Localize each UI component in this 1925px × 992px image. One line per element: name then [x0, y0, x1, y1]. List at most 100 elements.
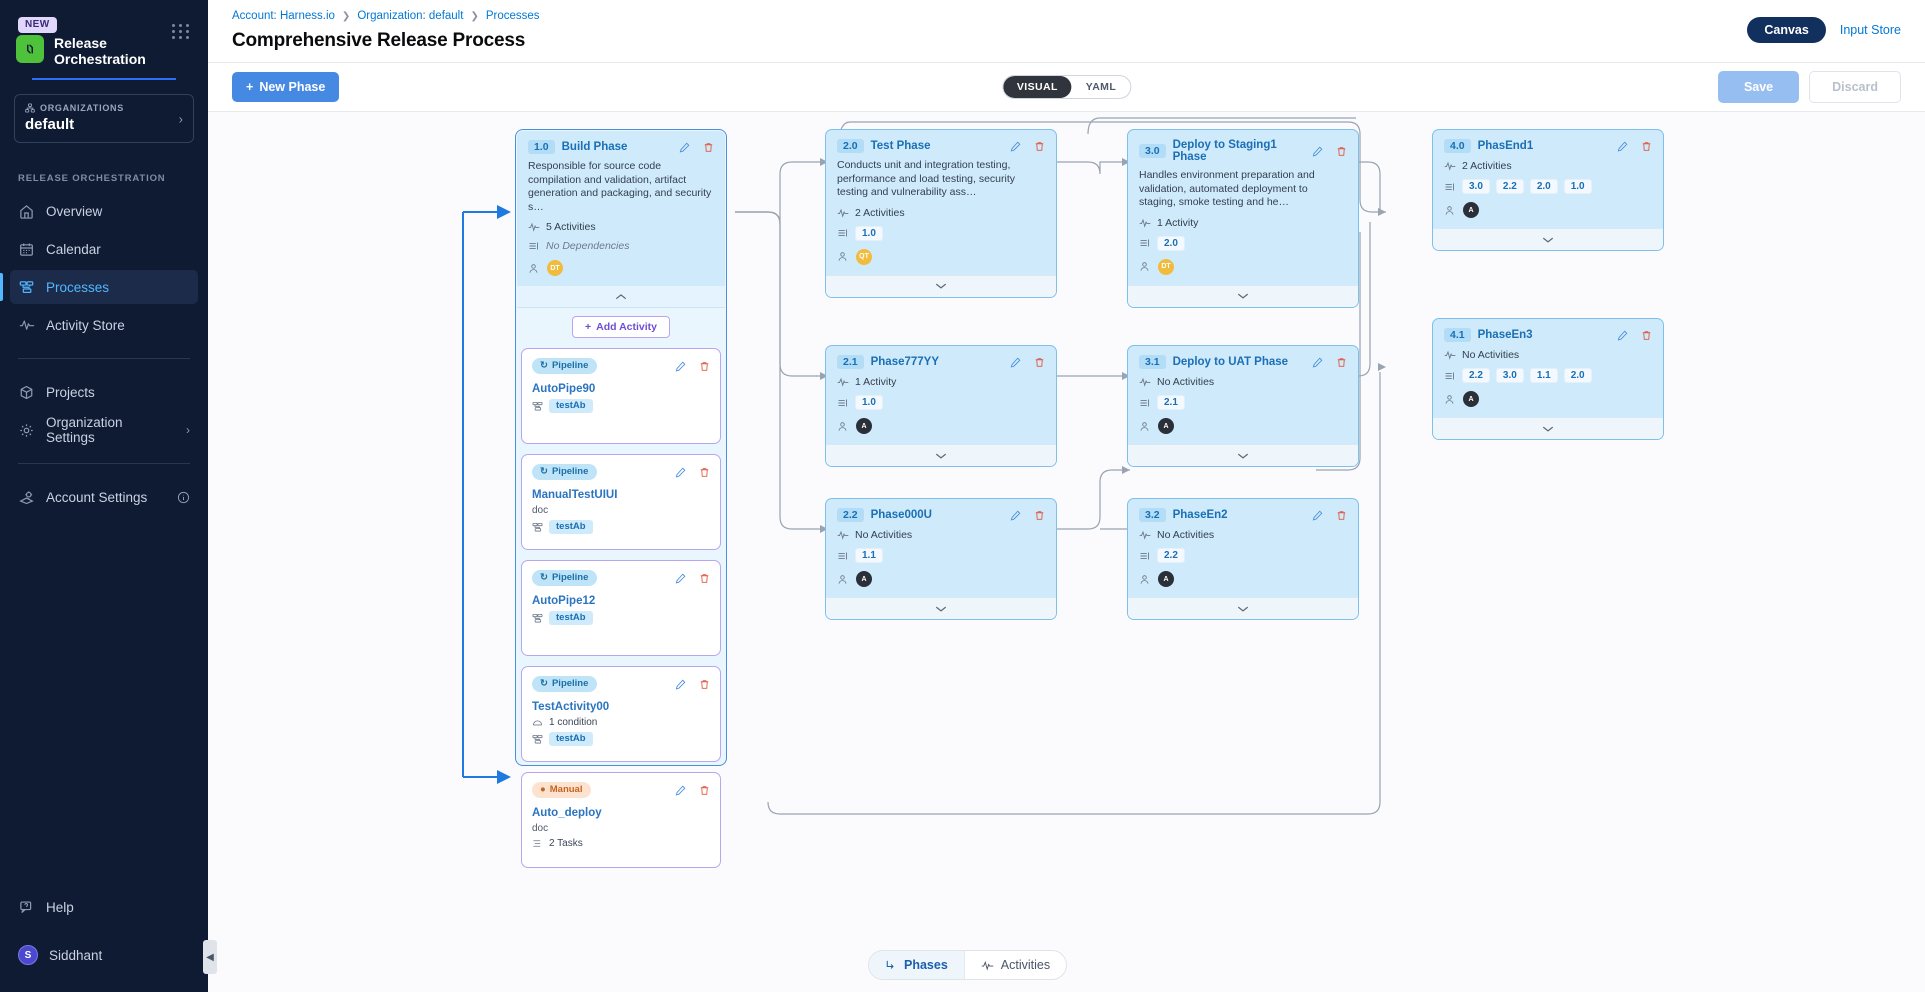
- owner-avatar[interactable]: DT: [1158, 258, 1174, 275]
- view-mode-yaml[interactable]: YAML: [1085, 81, 1117, 93]
- phase-expand-toggle[interactable]: [826, 274, 1056, 297]
- info-icon[interactable]: [177, 491, 190, 504]
- phase-owner-row: A: [1139, 571, 1347, 587]
- organization-selector[interactable]: ORGANIZATIONS default ›: [14, 94, 194, 143]
- breadcrumb-processes[interactable]: Processes: [485, 10, 540, 22]
- sidebar-item-help[interactable]: Help: [10, 890, 198, 924]
- new-phase-button[interactable]: + New Phase: [232, 72, 340, 102]
- phase-card-build[interactable]: 1.0 Build Phase Responsible for source c…: [517, 131, 725, 308]
- phase-dependencies-row: 2.2 3.0 1.1 2.0: [1444, 368, 1652, 383]
- sidebar-divider-2: [18, 463, 190, 464]
- owner-avatar[interactable]: A: [856, 571, 872, 587]
- sidebar-item-calendar[interactable]: Calendar: [10, 232, 198, 266]
- phase-card-phaseen2[interactable]: 3.2 PhaseEn2 No Activities 2.2: [1127, 498, 1359, 620]
- phase-dependencies-row: 1.0: [837, 395, 1045, 410]
- owner-avatar[interactable]: A: [1463, 391, 1479, 407]
- tab-input-store[interactable]: Input Store: [1839, 23, 1901, 37]
- edit-icon[interactable]: [1010, 510, 1021, 521]
- save-button[interactable]: Save: [1717, 71, 1800, 103]
- edit-icon[interactable]: [1010, 141, 1021, 152]
- delete-icon[interactable]: [1641, 141, 1652, 152]
- activity-card[interactable]: ● Manual Auto_deploy doc 2 Tasks: [521, 772, 721, 868]
- sidebar-item-projects[interactable]: Projects: [10, 375, 198, 409]
- sidebar-item-processes[interactable]: Processes: [0, 270, 198, 304]
- phase-card-phase777[interactable]: 2.1 Phase777YY 1 Activity 1.0: [825, 345, 1057, 467]
- view-mode-visual[interactable]: VISUAL: [1002, 76, 1072, 98]
- owner-avatar[interactable]: A: [1158, 571, 1174, 587]
- phase-node-staging: 3.0 Deploy to Staging1 Phase Handles env…: [1127, 129, 1359, 308]
- phase-expand-toggle[interactable]: [1433, 417, 1663, 439]
- phase-card-test[interactable]: 2.0 Test Phase Conducts unit and integra…: [825, 129, 1057, 298]
- delete-icon[interactable]: [1336, 357, 1347, 368]
- edit-icon[interactable]: [1312, 146, 1323, 157]
- phase-card-phase000u[interactable]: 2.2 Phase000U No Activities 1.1: [825, 498, 1057, 620]
- sidebar-item-account-settings[interactable]: Account Settings: [10, 480, 198, 514]
- sidebar-item-organization-settings[interactable]: Organization Settings ›: [10, 413, 198, 447]
- user-icon: [1139, 574, 1150, 585]
- phase-collapse-toggle[interactable]: [517, 286, 725, 308]
- activity-card[interactable]: ↻ Pipeline AutoPipe90 testAb: [521, 348, 721, 444]
- delete-icon[interactable]: [1336, 510, 1347, 521]
- phase-expand-toggle[interactable]: [826, 597, 1056, 619]
- delete-icon[interactable]: [699, 467, 710, 478]
- edit-icon[interactable]: [675, 679, 686, 690]
- edit-icon[interactable]: [675, 467, 686, 478]
- sidebar-collapse-handle[interactable]: ◀: [203, 940, 217, 974]
- delete-icon[interactable]: [699, 361, 710, 372]
- owner-avatar[interactable]: A: [1463, 202, 1479, 218]
- delete-icon[interactable]: [1336, 146, 1347, 157]
- phase-card-phaseend1[interactable]: 4.0 PhasEnd1 2 Activities 3.0: [1432, 129, 1664, 251]
- phase-name: Phase000U: [870, 509, 932, 521]
- delete-icon[interactable]: [1034, 510, 1045, 521]
- delete-icon[interactable]: [699, 573, 710, 584]
- phase-number: 3.0: [1139, 144, 1166, 158]
- phase-card-phaseen3[interactable]: 4.1 PhaseEn3 No Activities 2.2: [1432, 318, 1664, 440]
- phase-activities-row: 1 Activity: [837, 376, 1045, 388]
- sidebar-item-activity-store[interactable]: Activity Store: [10, 308, 198, 342]
- activity-card[interactable]: ↻ Pipeline TestActivity00 1 condition: [521, 666, 721, 762]
- phase-expand-toggle[interactable]: [1128, 444, 1358, 466]
- discard-button[interactable]: Discard: [1809, 71, 1901, 103]
- edit-icon[interactable]: [675, 785, 686, 796]
- delete-icon[interactable]: [703, 142, 714, 153]
- sidebar-item-overview[interactable]: Overview: [10, 194, 198, 228]
- edit-icon[interactable]: [675, 573, 686, 584]
- breadcrumb-organization[interactable]: Organization: default: [357, 10, 464, 22]
- phase-expand-toggle[interactable]: [826, 444, 1056, 466]
- phase-card-uat[interactable]: 3.1 Deploy to UAT Phase No Activities: [1127, 345, 1359, 467]
- delete-icon[interactable]: [1034, 141, 1045, 152]
- edit-icon[interactable]: [1617, 141, 1628, 152]
- edit-icon[interactable]: [1312, 510, 1323, 521]
- delete-icon[interactable]: [1034, 357, 1045, 368]
- add-activity-label: Add Activity: [596, 321, 657, 333]
- edit-icon[interactable]: [1617, 330, 1628, 341]
- process-canvas[interactable]: 1.0 Build Phase Responsible for source c…: [208, 112, 1925, 992]
- owner-avatar[interactable]: DT: [547, 260, 563, 276]
- edit-icon[interactable]: [1010, 357, 1021, 368]
- sidebar-item-user[interactable]: S Siddhant: [10, 938, 198, 972]
- delete-icon[interactable]: [699, 679, 710, 690]
- add-activity-button[interactable]: + Add Activity: [571, 316, 670, 338]
- owner-avatar[interactable]: A: [1158, 418, 1174, 434]
- edit-icon[interactable]: [675, 361, 686, 372]
- phase-expand-toggle[interactable]: [1433, 228, 1663, 250]
- delete-icon[interactable]: [1641, 330, 1652, 341]
- edit-icon[interactable]: [1312, 357, 1323, 368]
- activity-card[interactable]: ↻ Pipeline ManualTestUIUI doc testAb: [521, 454, 721, 550]
- phase-card-staging[interactable]: 3.0 Deploy to Staging1 Phase Handles env…: [1127, 129, 1359, 308]
- owner-avatar[interactable]: A: [856, 418, 872, 434]
- app-grid-icon[interactable]: [172, 24, 190, 39]
- breadcrumb-account[interactable]: Account: Harness.io: [232, 10, 335, 22]
- organization-label-row: ORGANIZATIONS: [25, 103, 183, 113]
- phase-expand-toggle[interactable]: [1128, 284, 1358, 307]
- phase-expand-toggle[interactable]: [1128, 597, 1358, 619]
- owner-avatar[interactable]: QT: [856, 248, 872, 265]
- delete-icon[interactable]: [699, 785, 710, 796]
- activity-card[interactable]: ↻ Pipeline AutoPipe12 testAb: [521, 560, 721, 656]
- tab-activities[interactable]: Activities: [963, 951, 1066, 979]
- activity-header: ↻ Pipeline: [532, 570, 710, 586]
- view-mode-toggle[interactable]: VISUAL YAML: [1001, 75, 1132, 99]
- edit-icon[interactable]: [679, 142, 690, 153]
- tab-canvas[interactable]: Canvas: [1747, 17, 1826, 43]
- tab-phases[interactable]: Phases: [869, 951, 964, 979]
